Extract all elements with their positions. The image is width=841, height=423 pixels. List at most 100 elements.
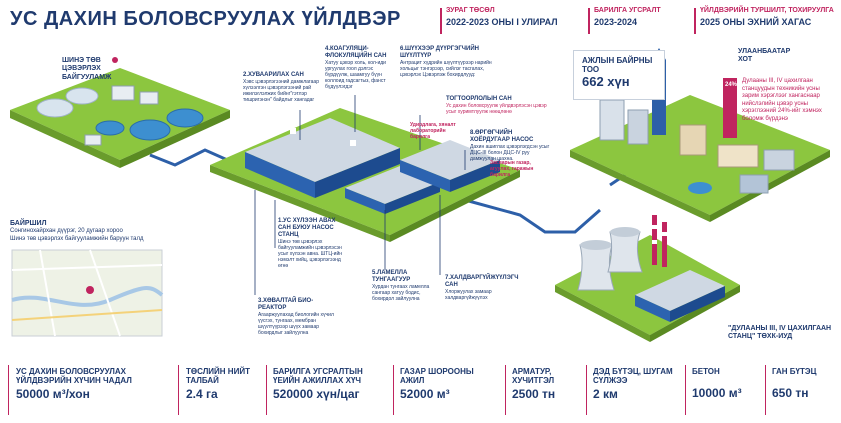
callout-text: Дахин ашиглах цэвэрлэгдсэн усыг ДЦС-III … xyxy=(470,143,550,162)
note-accent-bar xyxy=(723,78,737,138)
location-line: Сонгинохайрхан дүүрэг, 20 дугаар хороо xyxy=(10,228,123,235)
callout-leaders xyxy=(254,95,466,295)
callout-title: 8.ӨРГӨГЧИЙН ХОЁРДУГААР НАСОС xyxy=(470,130,534,143)
stat-value: 650 тн xyxy=(772,386,809,401)
callout-text: Хатуу цэвэр холь, кол-иди ургуулах гоол … xyxy=(325,59,386,90)
callout-title: 1.УС ХҮЛЭЭН АВАХ САН БУЮУ НАСОС СТАНЦ xyxy=(278,218,336,238)
stat-label: ДЭД БҮТЭЦ, ШУГАМ СҮЛЖЭЭ xyxy=(593,367,673,386)
note-text: Дулааны III, IV цахилгаан станцуудын тех… xyxy=(742,78,822,122)
page-title: УС ДАХИН БОЛОВСРУУЛАХ ҮЙЛДВЭР xyxy=(10,8,401,30)
stat-label: ГАН БҮТЭЦ xyxy=(772,367,817,376)
callout-title: 5.ЛАМЕЛЛА ТУНГААГУУР xyxy=(372,270,411,283)
stat-value: 52000 м³ xyxy=(400,387,450,402)
stat-steel: ГАН БҮТЭЦ 650 тн xyxy=(772,367,834,400)
stat-value: 2 км xyxy=(593,387,618,402)
stat-value: 10000 м³ xyxy=(692,386,742,401)
stat-concrete: БЕТОН 10000 м³ xyxy=(692,367,762,400)
header-separator xyxy=(694,8,696,34)
stat-label: АРМАТУР, ХУЧИТГЭЛ xyxy=(512,367,555,386)
map-pin xyxy=(86,286,94,294)
location-block: БАЙРШИЛ Сонгинохайрхан дүүрэг, 20 дугаар… xyxy=(10,220,200,243)
callout-text: Хэвс цэвэрлэгээний дамжлагаар хүлээлгэн … xyxy=(243,78,319,103)
jobs-kpi-value: 662 хүн xyxy=(582,74,630,90)
header-label: ҮЙЛДВЭРИЙН ТУРШИЛТ, ТОХИРУУЛГА xyxy=(700,7,834,14)
callout-text: Агааржуулахад биологийн хүчил үүсгэх, ту… xyxy=(258,311,334,336)
stat-separator xyxy=(505,365,506,415)
header-label: БАРИЛГА УГСРАЛТ xyxy=(594,7,661,14)
callout-title: ТОГТООРЛОЛЫН САН xyxy=(446,96,512,102)
note-percent: 24% xyxy=(725,82,738,88)
callout-title: 2.ХУВААРИЛАХ САН xyxy=(243,72,304,78)
jobs-kpi-card: АЖЛЫН БАЙРНЫ ТОО 662 хүн xyxy=(573,50,665,100)
stat-capacity: УС ДАХИН БОЛОВСРУУЛАХ ҮЙЛДВЭРИЙН ХҮЧИН Ч… xyxy=(16,367,171,401)
callout-disinfection: 7.ХАЛДВАРГҮЙЖҮҮЛЭГЧ САН Хлоржуулах замаа… xyxy=(445,275,527,301)
stat-separator xyxy=(178,365,179,415)
power-plant-illustration xyxy=(555,215,740,342)
stat-separator xyxy=(586,365,587,415)
central-facility-illustration xyxy=(210,108,520,242)
power-plant-label-text: "ДУЛААНЫ III, IV ЦАХИЛГААН СТАНЦ" ТӨХК-И… xyxy=(728,325,832,341)
stat-value: 520000 хүн/цаг xyxy=(273,387,360,402)
header-item-construction: БАРИЛГА УГСРАЛТ 2023-2024 xyxy=(594,7,661,27)
callout-second-pump: 8.ӨРГӨГЧИЙН ХОЁРДУГААР НАСОС Дахин ашигл… xyxy=(470,130,552,162)
stat-value: 50000 м³/хон xyxy=(16,387,90,402)
callout-title: 3.ХӨВАЛТАЙ БИО-РЕАКТОР xyxy=(258,298,314,311)
header-item-design: ЗУРАГ ТӨСӨЛ 2022-2023 ОНЫ I УЛИРАЛ xyxy=(446,7,558,27)
map-pin xyxy=(112,57,118,63)
city-label-line: УЛААНБААТАР xyxy=(738,48,791,55)
callout-text: Шинэ төв цэвэрлэх байгууламжийн цэвэрлэс… xyxy=(278,238,343,269)
header-separator xyxy=(440,8,442,34)
city-illustration xyxy=(570,48,830,222)
callout-filter: 6.ШҮҮХЭЭР ДҮҮРГЭГЧИЙН ШҮҮЛТҮҮР Антрацит … xyxy=(400,46,500,78)
callout-text: Хурдан тунгаах ламелла сангаар хатуу бод… xyxy=(372,283,430,302)
left-plant-label-line: ЦЭВЭРЛЭХ xyxy=(62,65,101,73)
stat-infrastructure: ДЭД БҮТЭЦ, ШУГАМ СҮЛЖЭЭ 2 км xyxy=(593,367,678,401)
callout-title: 6.ШҮҮХЭЭР ДҮҮРГЭГЧИЙН ШҮҮЛТҮҮР xyxy=(400,46,479,59)
callout-title: Удирдлага, хяналт лабораторийн барилга xyxy=(410,122,456,140)
stat-separator xyxy=(765,365,766,415)
stat-value: 2500 тн xyxy=(512,387,556,402)
stat-separator xyxy=(393,365,394,415)
callout-text: Антрацит хүдрийн шүүлтүүрээр нарийн холь… xyxy=(400,59,492,78)
city-label-line: ХОТ xyxy=(738,56,753,64)
stat-separator xyxy=(8,365,9,415)
callout-distribution-tank: 2.ХУВААРИЛАХ САН Хэвс цэвэрлэгээний дамж… xyxy=(243,72,321,103)
location-map xyxy=(11,249,164,337)
callout-text: Ус дахин боловсруулж үйлдвэрлэсэн цэвэр … xyxy=(446,102,547,115)
stat-area: ТӨСЛИЙН НИЙТ ТАЛБАЙ 2.4 га xyxy=(186,367,266,401)
callout-text: Хлоржуулах замаар халдваргүйжүүлэх xyxy=(445,288,492,301)
callout-title: Засварын газар, агуулах, гаражын барилга xyxy=(490,160,534,178)
header-value: 2022-2023 ОНЫ I УЛИРАЛ xyxy=(446,17,558,27)
stat-rebar: АРМАТУР, ХУЧИТГЭЛ 2500 тн xyxy=(512,367,584,401)
callout-storage: ТОГТООРЛОЛЫН САН Ус дахин боловсруулж үй… xyxy=(446,96,554,115)
stat-label: УС ДАХИН БОЛОВСРУУЛАХ ҮЙЛДВЭРИЙН ХҮЧИН Ч… xyxy=(16,367,132,386)
callout-title: 4.КОАГУЛЯЦИ-ФЛОКУЛЯЦИЙН САН xyxy=(325,46,387,59)
left-treatment-plant-illustration xyxy=(10,68,230,168)
stat-value: 2.4 га xyxy=(186,387,218,402)
header-value: 2023-2024 xyxy=(594,17,638,27)
header-item-testing: ҮЙЛДВЭРИЙН ТУРШИЛТ, ТОХИРУУЛГА 2025 ОНЫ … xyxy=(700,7,834,27)
power-plant-label: "ДУЛААНЫ III, IV ЦАХИЛГААН СТАНЦ" ТӨХК-И… xyxy=(728,325,836,342)
callout-title: 7.ХАЛДВАРГҮЙЖҮҮЛЭГЧ САН xyxy=(445,275,519,288)
jobs-kpi-label: АЖЛЫН БАЙРНЫ xyxy=(582,56,653,65)
stat-label: ТӨСЛИЙН НИЙТ ТАЛБАЙ xyxy=(186,367,250,386)
stat-label: ГАЗАР ШОРООНЫ АЖИЛ xyxy=(400,367,474,386)
left-plant-label: ШИНЭ ТӨВ ЦЭВЭРЛЭХ БАЙГУУЛАМЖ xyxy=(62,57,111,82)
stat-label: БЕТОН xyxy=(692,367,720,376)
stat-label: БАРИЛГА УГСРАЛТЫН ҮЕИЙН АЖИЛЛАХ ХҮЧ xyxy=(273,367,363,386)
city-label: УЛААНБААТАР ХОТ xyxy=(738,48,790,65)
stat-separator xyxy=(266,365,267,415)
callout-bioreactor: 3.ХӨВАЛТАЙ БИО-РЕАКТОР Агааржуулахад био… xyxy=(258,298,336,336)
callout-control-lab: Удирдлага, хяналт лабораторийн барилга xyxy=(410,122,460,140)
header-separator xyxy=(588,8,590,34)
left-plant-label-line: ШИНЭ ТӨВ xyxy=(62,57,101,64)
callout-repair-storage: Засварын газар, агуулах, гаражын барилга xyxy=(490,160,550,178)
location-label: БАЙРШИЛ xyxy=(10,220,47,227)
stat-earthwork: ГАЗАР ШОРООНЫ АЖИЛ 52000 м³ xyxy=(400,367,500,401)
stats-bar: УС ДАХИН БОЛОВСРУУЛАХ ҮЙЛДВЭРИЙН ХҮЧИН Ч… xyxy=(8,365,835,417)
location-line: Шинэ төв цэвэрлэх байгууламжийн баруун т… xyxy=(10,235,144,242)
stat-separator xyxy=(685,365,686,415)
callout-lamella: 5.ЛАМЕЛЛА ТУНГААГУУР Хурдан тунгаах ламе… xyxy=(372,270,440,302)
jobs-kpi-label: ТОО xyxy=(582,65,600,75)
